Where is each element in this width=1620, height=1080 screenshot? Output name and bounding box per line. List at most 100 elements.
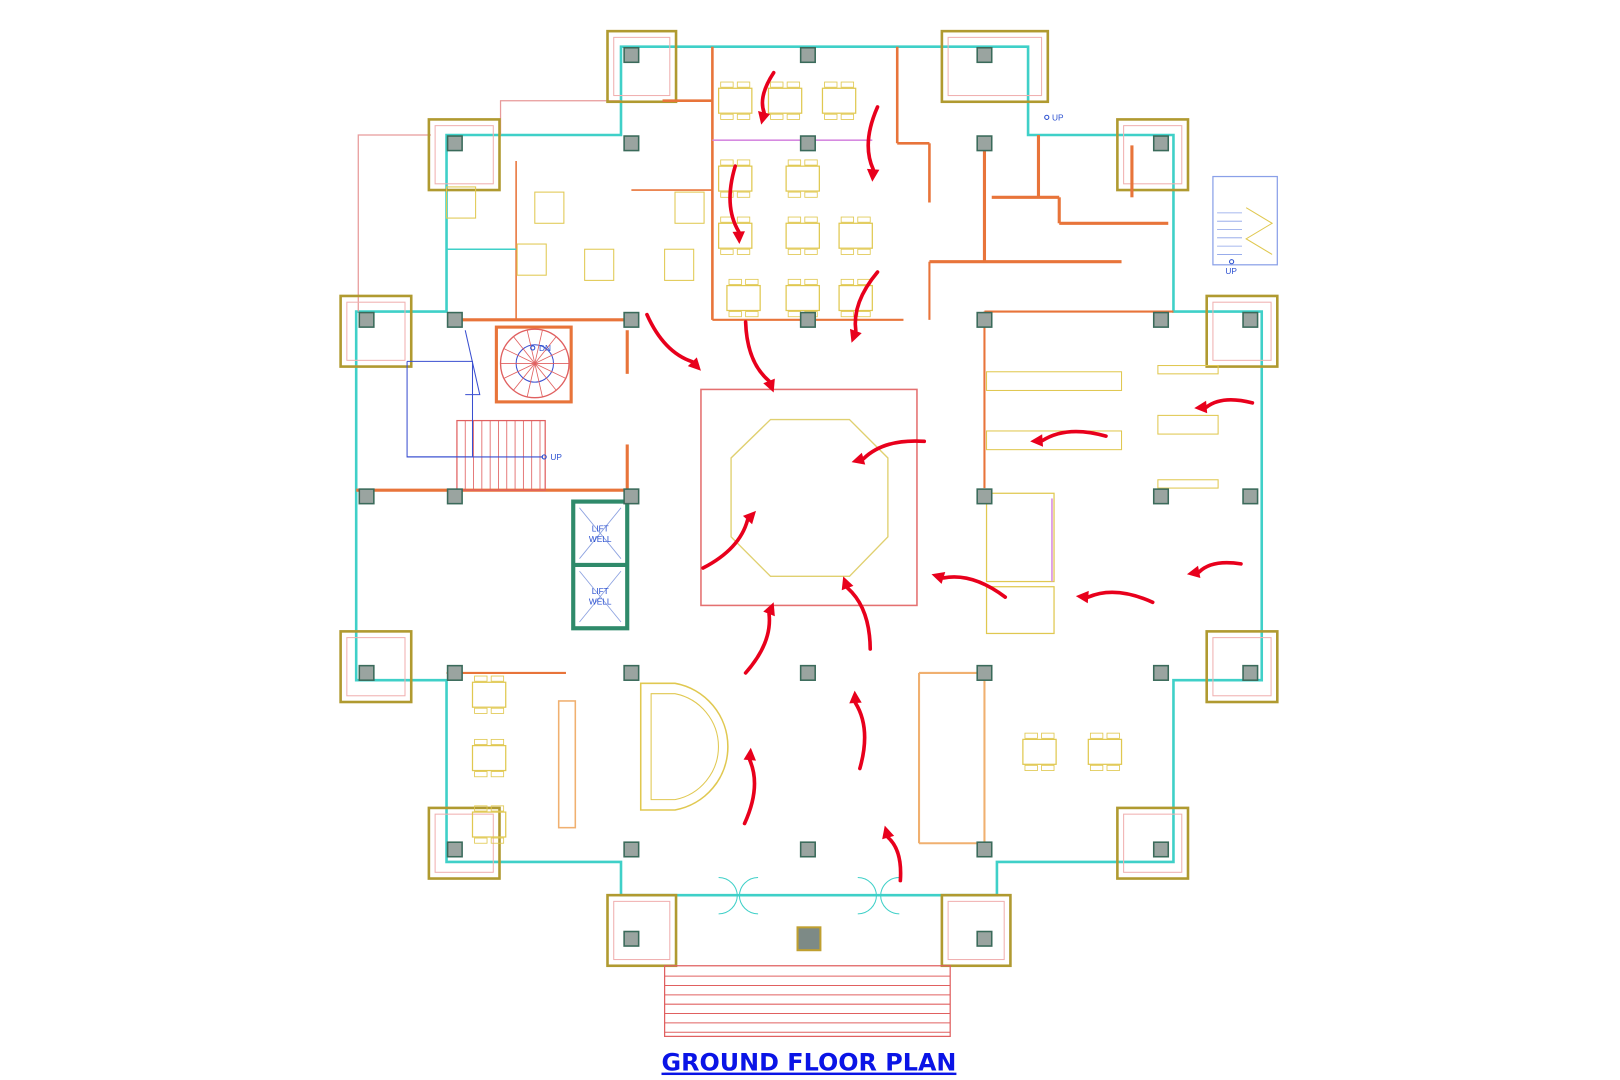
chair <box>857 248 871 255</box>
column <box>623 135 640 152</box>
office-desk <box>534 191 565 224</box>
chair <box>720 113 734 120</box>
corner-pier <box>1205 630 1279 704</box>
column <box>623 841 640 858</box>
column <box>446 841 463 858</box>
arrowhead <box>931 572 946 584</box>
chair <box>770 81 784 88</box>
chair <box>840 311 855 318</box>
circulation-arrows <box>645 70 1255 883</box>
chair <box>720 191 734 198</box>
arrowhead <box>743 747 756 761</box>
corner-piers <box>339 29 1279 968</box>
annex-wall <box>357 134 431 312</box>
chair <box>720 159 734 166</box>
structural-columns <box>358 46 1259 947</box>
down-label: DN <box>539 343 551 353</box>
circulation-arrow <box>645 312 695 364</box>
column <box>799 664 816 681</box>
column <box>976 841 993 858</box>
column <box>446 135 463 152</box>
column <box>799 311 816 328</box>
chair <box>490 837 505 844</box>
chair <box>728 278 742 285</box>
chair <box>736 81 751 88</box>
spiral-staircase <box>494 325 573 404</box>
chair <box>1089 732 1104 739</box>
up-label: UP <box>550 452 562 462</box>
corner-counter <box>346 301 406 361</box>
circulation-arrow <box>1040 429 1108 443</box>
corner-counter <box>1212 637 1272 697</box>
office-desk <box>516 243 547 276</box>
chair <box>736 191 751 198</box>
arrowhead <box>882 825 895 840</box>
up-label: UP <box>1052 112 1064 122</box>
chair <box>840 248 855 255</box>
column <box>799 46 816 64</box>
column <box>1152 135 1170 152</box>
spiral-tread <box>534 329 543 364</box>
chair <box>1106 732 1120 739</box>
spiral-tread <box>513 363 536 391</box>
circulation-arrow <box>886 835 903 883</box>
column <box>358 488 375 505</box>
chair <box>736 159 751 166</box>
chair <box>786 113 801 120</box>
lift-well-label: LIFT <box>592 524 609 534</box>
chair <box>857 216 871 223</box>
chair <box>474 707 488 714</box>
arrowhead <box>763 602 775 617</box>
chair <box>840 278 855 285</box>
column <box>799 841 816 858</box>
table <box>717 87 753 114</box>
chair <box>824 81 838 88</box>
spiral-tread <box>534 363 543 397</box>
arrowhead <box>849 328 862 343</box>
corner-pier <box>1116 806 1190 880</box>
corner-pier <box>427 806 501 880</box>
chair <box>474 675 488 682</box>
chair <box>804 159 818 166</box>
arrowhead <box>742 510 756 525</box>
chair <box>720 81 734 88</box>
table <box>471 811 507 838</box>
corner-pier <box>1116 118 1190 192</box>
corner-pier <box>606 29 678 104</box>
corner-counter <box>346 637 406 697</box>
table <box>1022 738 1057 765</box>
annex-wall <box>499 100 621 135</box>
chair <box>804 216 818 223</box>
column <box>623 311 640 328</box>
table <box>785 165 820 192</box>
circulation-arrow <box>1086 590 1155 605</box>
column <box>446 664 463 681</box>
arrowhead <box>732 231 745 245</box>
chair <box>787 311 802 318</box>
main-staircase <box>406 330 546 491</box>
circulation-arrow <box>866 105 880 172</box>
chair <box>804 248 818 255</box>
office-desk <box>446 186 477 219</box>
chair <box>736 113 751 120</box>
column <box>446 311 463 328</box>
arrowhead <box>687 357 701 371</box>
corner-pier <box>606 893 678 968</box>
chair <box>1024 732 1038 739</box>
table <box>1087 738 1123 765</box>
circulation-arrow <box>742 758 757 826</box>
corner-counter <box>1123 125 1183 185</box>
arrowhead <box>841 576 854 591</box>
table <box>471 681 507 708</box>
table <box>767 87 803 114</box>
arrowhead <box>1194 400 1208 414</box>
chair <box>1041 764 1055 771</box>
spiral-tread <box>513 336 536 364</box>
arrowhead <box>866 168 880 182</box>
spiral-tread <box>534 363 557 391</box>
column <box>358 664 375 681</box>
spiral-tread <box>534 336 557 364</box>
office-desk <box>584 248 615 281</box>
chair <box>474 738 488 745</box>
